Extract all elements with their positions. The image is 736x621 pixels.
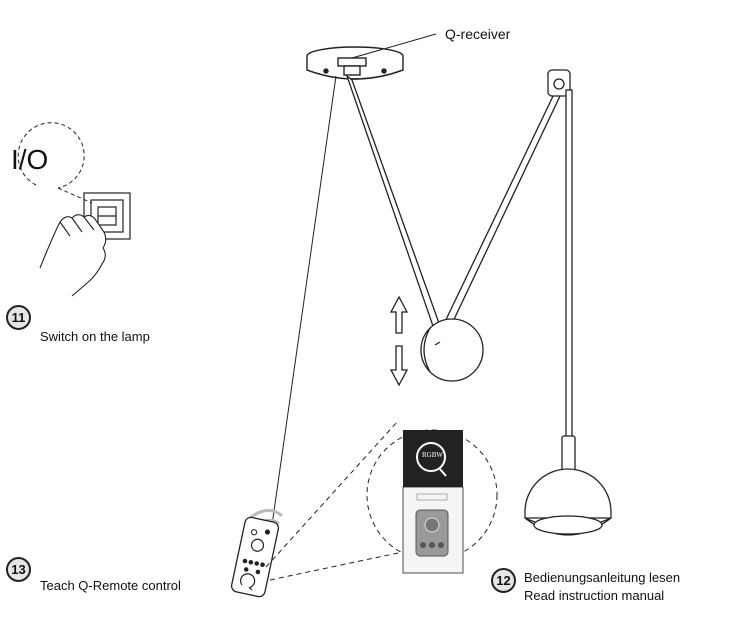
step-12-text-en: Read instruction manual (524, 588, 665, 603)
hand-icon (39, 214, 107, 297)
switch-callout-bubble (17, 122, 93, 204)
ceiling-canopy (306, 46, 404, 80)
swing-arm-lamp (345, 69, 571, 382)
remote-label-zoom (402, 430, 464, 574)
receiver-leader-line (351, 33, 437, 59)
step-13-text: Teach Q-Remote control (40, 578, 181, 593)
step-12-number: 12 (491, 568, 516, 593)
step-12-text-de: Bedienungsanleitung lesen (524, 570, 681, 585)
step-11-number: 11 (6, 305, 31, 330)
step-13-number: 13 (6, 557, 31, 582)
q-receiver-label: Q-receiver (445, 26, 511, 42)
pendant-lamp (524, 89, 612, 536)
switch-io-label: I/O (11, 144, 49, 175)
remote-control (230, 516, 280, 598)
height-adjust-arrows (389, 295, 409, 387)
step-11-text: Switch on the lamp (40, 329, 150, 344)
remote-mode-label: RGBW (422, 451, 443, 459)
teach-signal-line (271, 75, 337, 526)
